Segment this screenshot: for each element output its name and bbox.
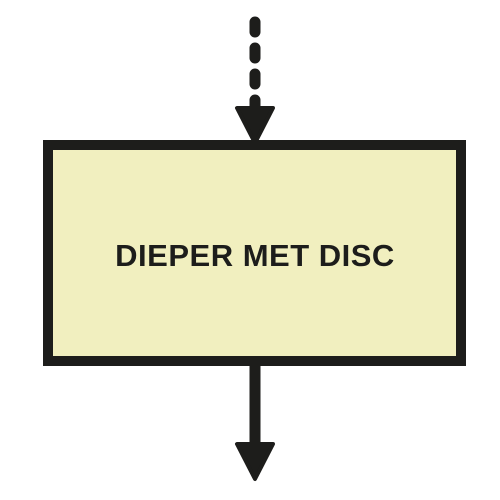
incoming-arrowhead-icon	[235, 106, 275, 145]
process-node[interactable]: DIEPER MET DISC	[43, 140, 466, 366]
process-node-label: DIEPER MET DISC	[115, 238, 395, 273]
incoming-edge	[235, 16, 275, 145]
outgoing-arrowhead-icon	[235, 442, 275, 481]
outgoing-edge	[235, 366, 275, 481]
process-node-box	[43, 140, 466, 366]
